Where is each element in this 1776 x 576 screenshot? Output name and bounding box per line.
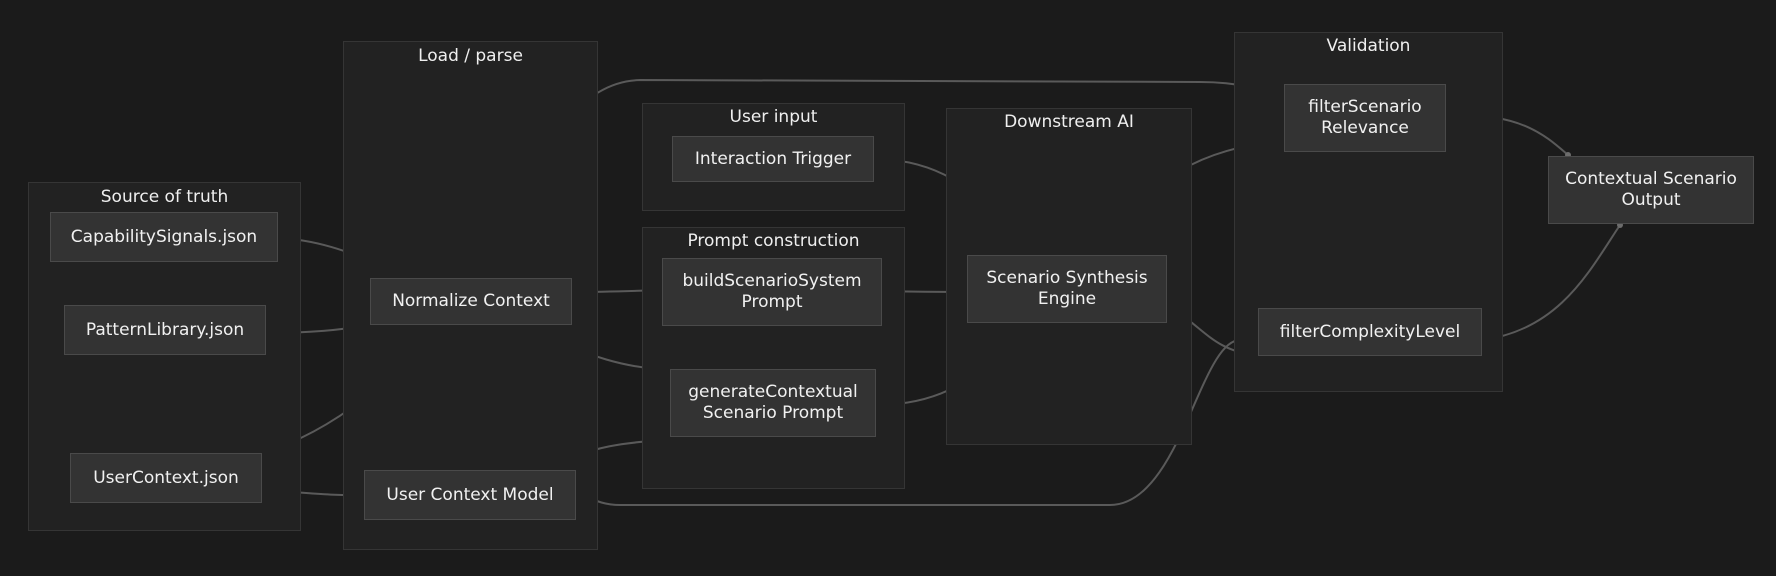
node-scenario-synthesis-engine[interactable]: Scenario Synthesis Engine	[967, 255, 1167, 323]
node-label: CapabilitySignals.json	[70, 226, 258, 247]
node-capability-signals[interactable]: CapabilitySignals.json	[50, 212, 278, 262]
edge-filter-complexity-to-output	[1481, 224, 1621, 341]
node-label: PatternLibrary.json	[85, 319, 245, 340]
node-label-line-2: Scenario Prompt	[702, 403, 844, 423]
node-label-line-1: generateContextual	[688, 382, 858, 402]
node-label-line-1: buildScenarioSystem	[682, 271, 862, 291]
node-label-line-2: Prompt	[741, 292, 803, 312]
node-normalize-context[interactable]: Normalize Context	[370, 278, 572, 325]
node-label-line-1: Contextual Scenario	[1565, 169, 1737, 189]
node-generate-contextual-scenario-prompt[interactable]: generateContextual Scenario Prompt	[670, 369, 876, 437]
cluster-label: Prompt construction	[687, 231, 860, 251]
node-label: UserContext.json	[93, 467, 239, 488]
node-label: User Context Model	[386, 484, 554, 505]
node-label-line-2: Engine	[1037, 289, 1097, 309]
node-filter-scenario-relevance[interactable]: filterScenario Relevance	[1284, 84, 1446, 152]
cluster-label: User input	[729, 107, 818, 127]
node-build-scenario-system-prompt[interactable]: buildScenarioSystem Prompt	[662, 258, 882, 326]
node-label-line-2: Output	[1621, 190, 1681, 210]
node-label: Interaction Trigger	[694, 148, 852, 169]
cluster-label: Load / parse	[418, 46, 523, 66]
node-user-context-model[interactable]: User Context Model	[364, 470, 576, 520]
node-contextual-scenario-output[interactable]: Contextual Scenario Output	[1548, 156, 1754, 224]
cluster-label: Validation	[1326, 36, 1411, 56]
node-user-context-json[interactable]: UserContext.json	[70, 453, 262, 503]
node-interaction-trigger[interactable]: Interaction Trigger	[672, 136, 874, 182]
node-label: filterComplexityLevel	[1279, 321, 1461, 342]
node-label-line-1: Scenario Synthesis	[986, 268, 1148, 288]
node-label: Normalize Context	[392, 291, 550, 311]
node-label-line-2: Relevance	[1321, 118, 1409, 138]
node-filter-complexity-level[interactable]: filterComplexityLevel	[1258, 308, 1482, 356]
node-label-line-1: filterScenario	[1308, 97, 1422, 117]
node-pattern-library[interactable]: PatternLibrary.json	[64, 305, 266, 355]
cluster-label: Source of truth	[100, 187, 229, 207]
cluster-label: Downstream AI	[1004, 112, 1134, 132]
